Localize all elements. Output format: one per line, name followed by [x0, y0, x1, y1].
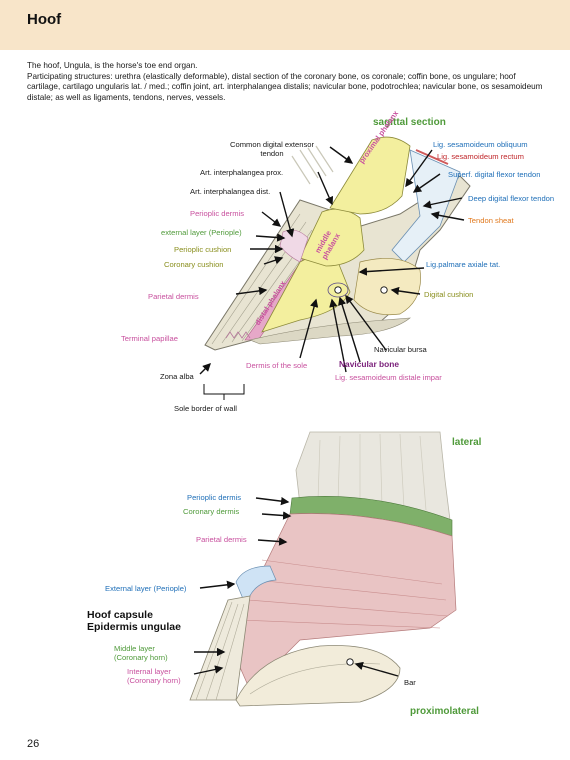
label-lig-rectum: Lig. sesamoideum rectum [437, 152, 524, 161]
proximolateral-heading: proximolateral [410, 706, 479, 717]
label-lig-impar: Lig. sesamoideum distale impar [335, 373, 442, 382]
label-tendon-sheat: Tendon sheat [468, 216, 514, 225]
middle-layer-line-1: Middle layer [114, 644, 155, 653]
lateral-label-hoof-capsule: Hoof capsule Epidermis ungulae [87, 609, 181, 633]
page-title: Hoof [27, 11, 62, 28]
label-lig-obliquum: Lig. sesamoideum obliquum [433, 140, 528, 149]
label-extensor-line-2: tendon [260, 149, 284, 158]
header-band: Hoof [0, 0, 570, 50]
label-navicular-bursa: Navicular bursa [374, 345, 427, 354]
label-coronary-cushion: Coronary cushion [164, 260, 224, 269]
label-art-dist: Art. interphalangea dist. [190, 187, 271, 196]
lateral-label-bar: Bar [404, 678, 416, 687]
lateral-label-internal-layer: Internal layer (Coronary horn) [127, 667, 181, 685]
lateral-label-parietal-dermis: Parietal dermis [196, 535, 247, 544]
intro-line-2: Participating structures: urethra (elast… [27, 71, 543, 102]
label-extensor-line-1: Common digital extensor [230, 140, 314, 149]
intro-text: The hoof, Ungula, is the horse's toe end… [27, 61, 547, 103]
lateral-view-drawing [189, 431, 457, 707]
label-dermis-sole: Dermis of the sole [246, 361, 308, 370]
label-terminal-papillae: Terminal papillae [121, 334, 178, 343]
label-superf-flexor: Superf. digital flexor tendon [448, 170, 541, 179]
label-lig-palmare: Lig.palmare axiale tat. [426, 260, 501, 269]
lateral-label-external-layer: External layer (Periople) [105, 584, 187, 593]
label-digital-cushion: Digital cushion [424, 290, 474, 299]
hoof-capsule-line-2: Epidermis ungulae [87, 621, 181, 633]
label-deep-flexor: Deep digital flexor tendon [468, 194, 555, 203]
label-perioplic-cushion: Perioplic cushion [174, 245, 232, 254]
label-art-prox: Art. interphalangea prox. [200, 168, 284, 177]
hoof-capsule-line-1: Hoof capsule [87, 609, 153, 621]
internal-layer-line-1: Internal layer [127, 667, 171, 676]
label-external-layer: external layer (Periople) [161, 228, 242, 237]
label-zona-alba: Zona alba [160, 372, 194, 381]
label-navicular-bone: Navicular bone [339, 359, 400, 369]
lateral-label-perioplic-dermis: Perioplic dermis [187, 493, 242, 502]
label-perioplic-dermis: Perioplic dermis [190, 209, 245, 218]
lateral-label-middle-layer: Middle layer (Coronary horn) [114, 644, 168, 662]
middle-layer-line-2: (Coronary horn) [114, 653, 168, 662]
sagittal-section-drawing [199, 136, 471, 400]
label-sole-border: Sole border of wall [174, 404, 237, 413]
lateral-label-coronary-dermis: Coronary dermis [183, 507, 240, 516]
intro-line-1: The hoof, Ungula, is the horse's toe end… [27, 61, 198, 70]
label-extensor-tendon: Common digital extensor tendon [224, 140, 320, 158]
lateral-heading: lateral [452, 437, 482, 448]
internal-layer-line-2: (Coronary horn) [127, 676, 181, 685]
label-parietal-dermis: Parietal dermis [148, 292, 199, 301]
page-number: 26 [27, 738, 40, 750]
sagittal-section-heading: sagittal section [373, 117, 446, 128]
